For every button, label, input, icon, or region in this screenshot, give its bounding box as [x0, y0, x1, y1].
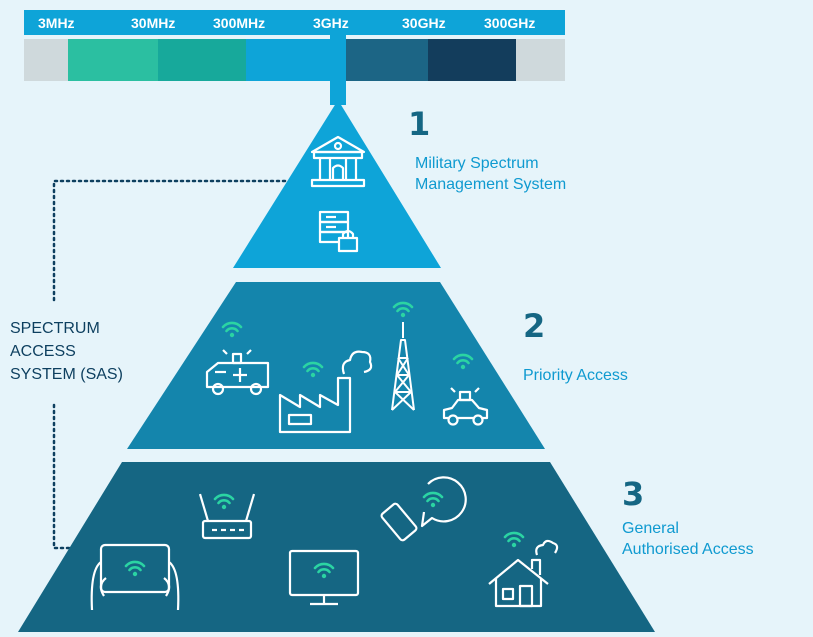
frequency-label-3mhz: 3MHz: [38, 15, 75, 31]
frequency-band-6: [428, 39, 516, 81]
tier-1-shape: [233, 100, 441, 268]
frequency-band-3: [158, 39, 246, 81]
router-icon: [198, 493, 256, 540]
frequency-band-7: [516, 39, 565, 81]
monitor-icon: [288, 549, 360, 606]
frequency-label-3ghz: 3GHz: [313, 15, 349, 31]
frequency-band-2: [68, 39, 158, 81]
tier-2-label-line-1: Priority Access: [523, 367, 628, 384]
tier-1-label-line-2: Management System: [415, 176, 567, 193]
factory-icon: [278, 350, 373, 434]
spectrum-stem: [330, 35, 346, 105]
house-icon: [488, 531, 559, 608]
tier-3-shape: [18, 462, 655, 632]
tier-3-label-line-1: General: [622, 520, 679, 537]
radio-tower-icon: [391, 301, 415, 411]
tier-2-number: 2: [523, 307, 546, 345]
sas-connector-top: [52, 179, 287, 304]
tier-2-shape: [127, 282, 545, 449]
tier-2-label: Priority Access: [523, 365, 628, 386]
sas-label-line-2: ACCESS: [10, 343, 76, 360]
frequency-band-1: [24, 39, 68, 81]
tier-1-label-line-1: Military Spectrum: [415, 155, 539, 172]
ambulance-icon: [205, 321, 270, 396]
frequency-bands: [24, 39, 565, 81]
phone-chat-icon: [380, 476, 467, 542]
tier-3-label-line-2: Authorised Access: [622, 541, 754, 558]
tier-1-label: Military Spectrum Management System: [415, 153, 566, 195]
tablet-icon: [90, 543, 180, 611]
tier-1-number: 1: [408, 105, 431, 143]
government-building-icon: [310, 135, 366, 188]
frequency-band-5: [346, 39, 428, 81]
sas-label-line-1: SPECTRUM: [10, 320, 100, 337]
frequency-label-300ghz: 300GHz: [484, 15, 536, 31]
frequency-label-30ghz: 30GHz: [402, 15, 446, 31]
tier-3-number: 3: [622, 475, 645, 513]
secure-server-icon: [318, 210, 359, 253]
frequency-label-30mhz: 30MHz: [131, 15, 176, 31]
frequency-band-4: [246, 39, 330, 81]
frequency-label-bar: [24, 10, 565, 35]
frequency-label-300mhz: 300MHz: [213, 15, 266, 31]
sas-label: SPECTRUM ACCESS SYSTEM (SAS): [10, 317, 123, 386]
tier-3-label: General Authorised Access: [622, 518, 754, 560]
sas-label-line-3: SYSTEM (SAS): [10, 366, 123, 383]
police-car-icon: [442, 353, 489, 426]
